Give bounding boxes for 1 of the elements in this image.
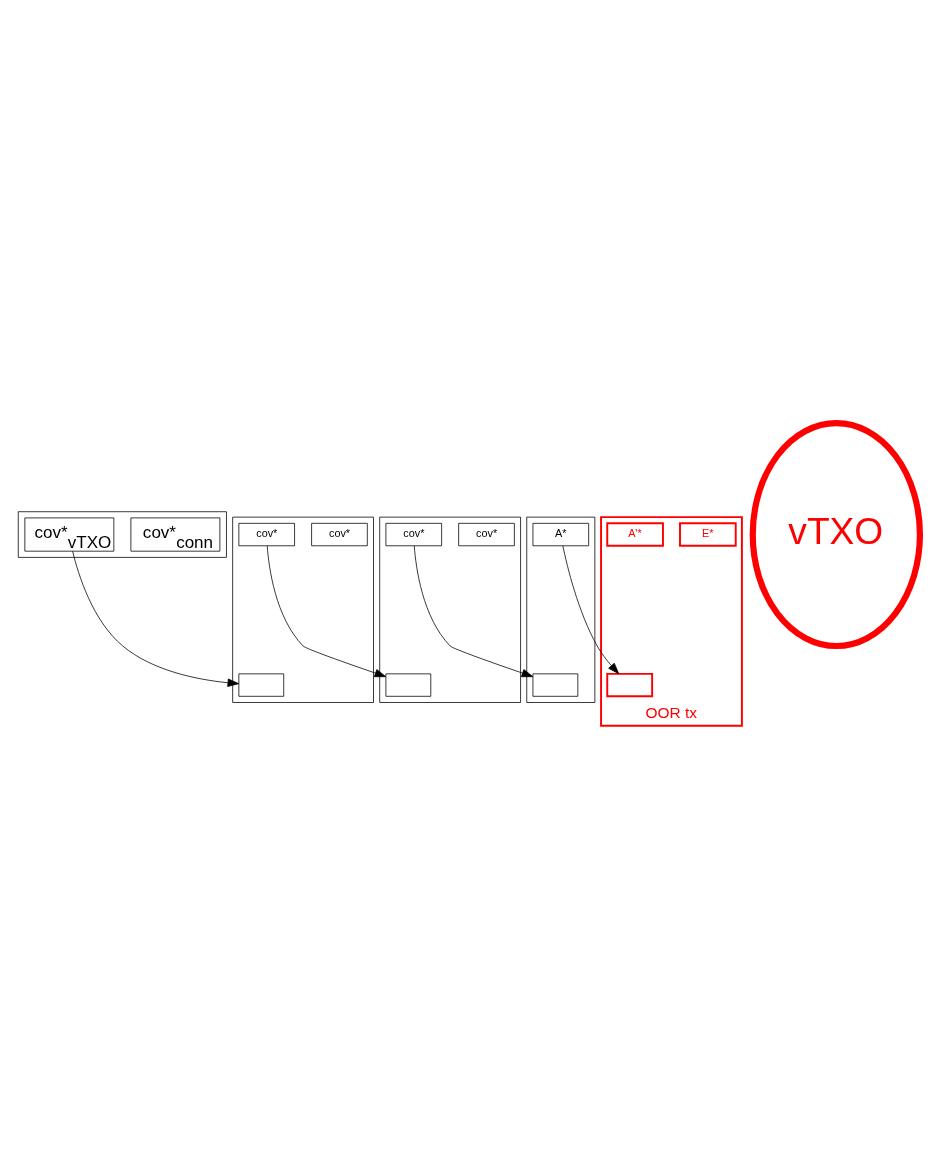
- node-label: OOR tx: [645, 703, 698, 721]
